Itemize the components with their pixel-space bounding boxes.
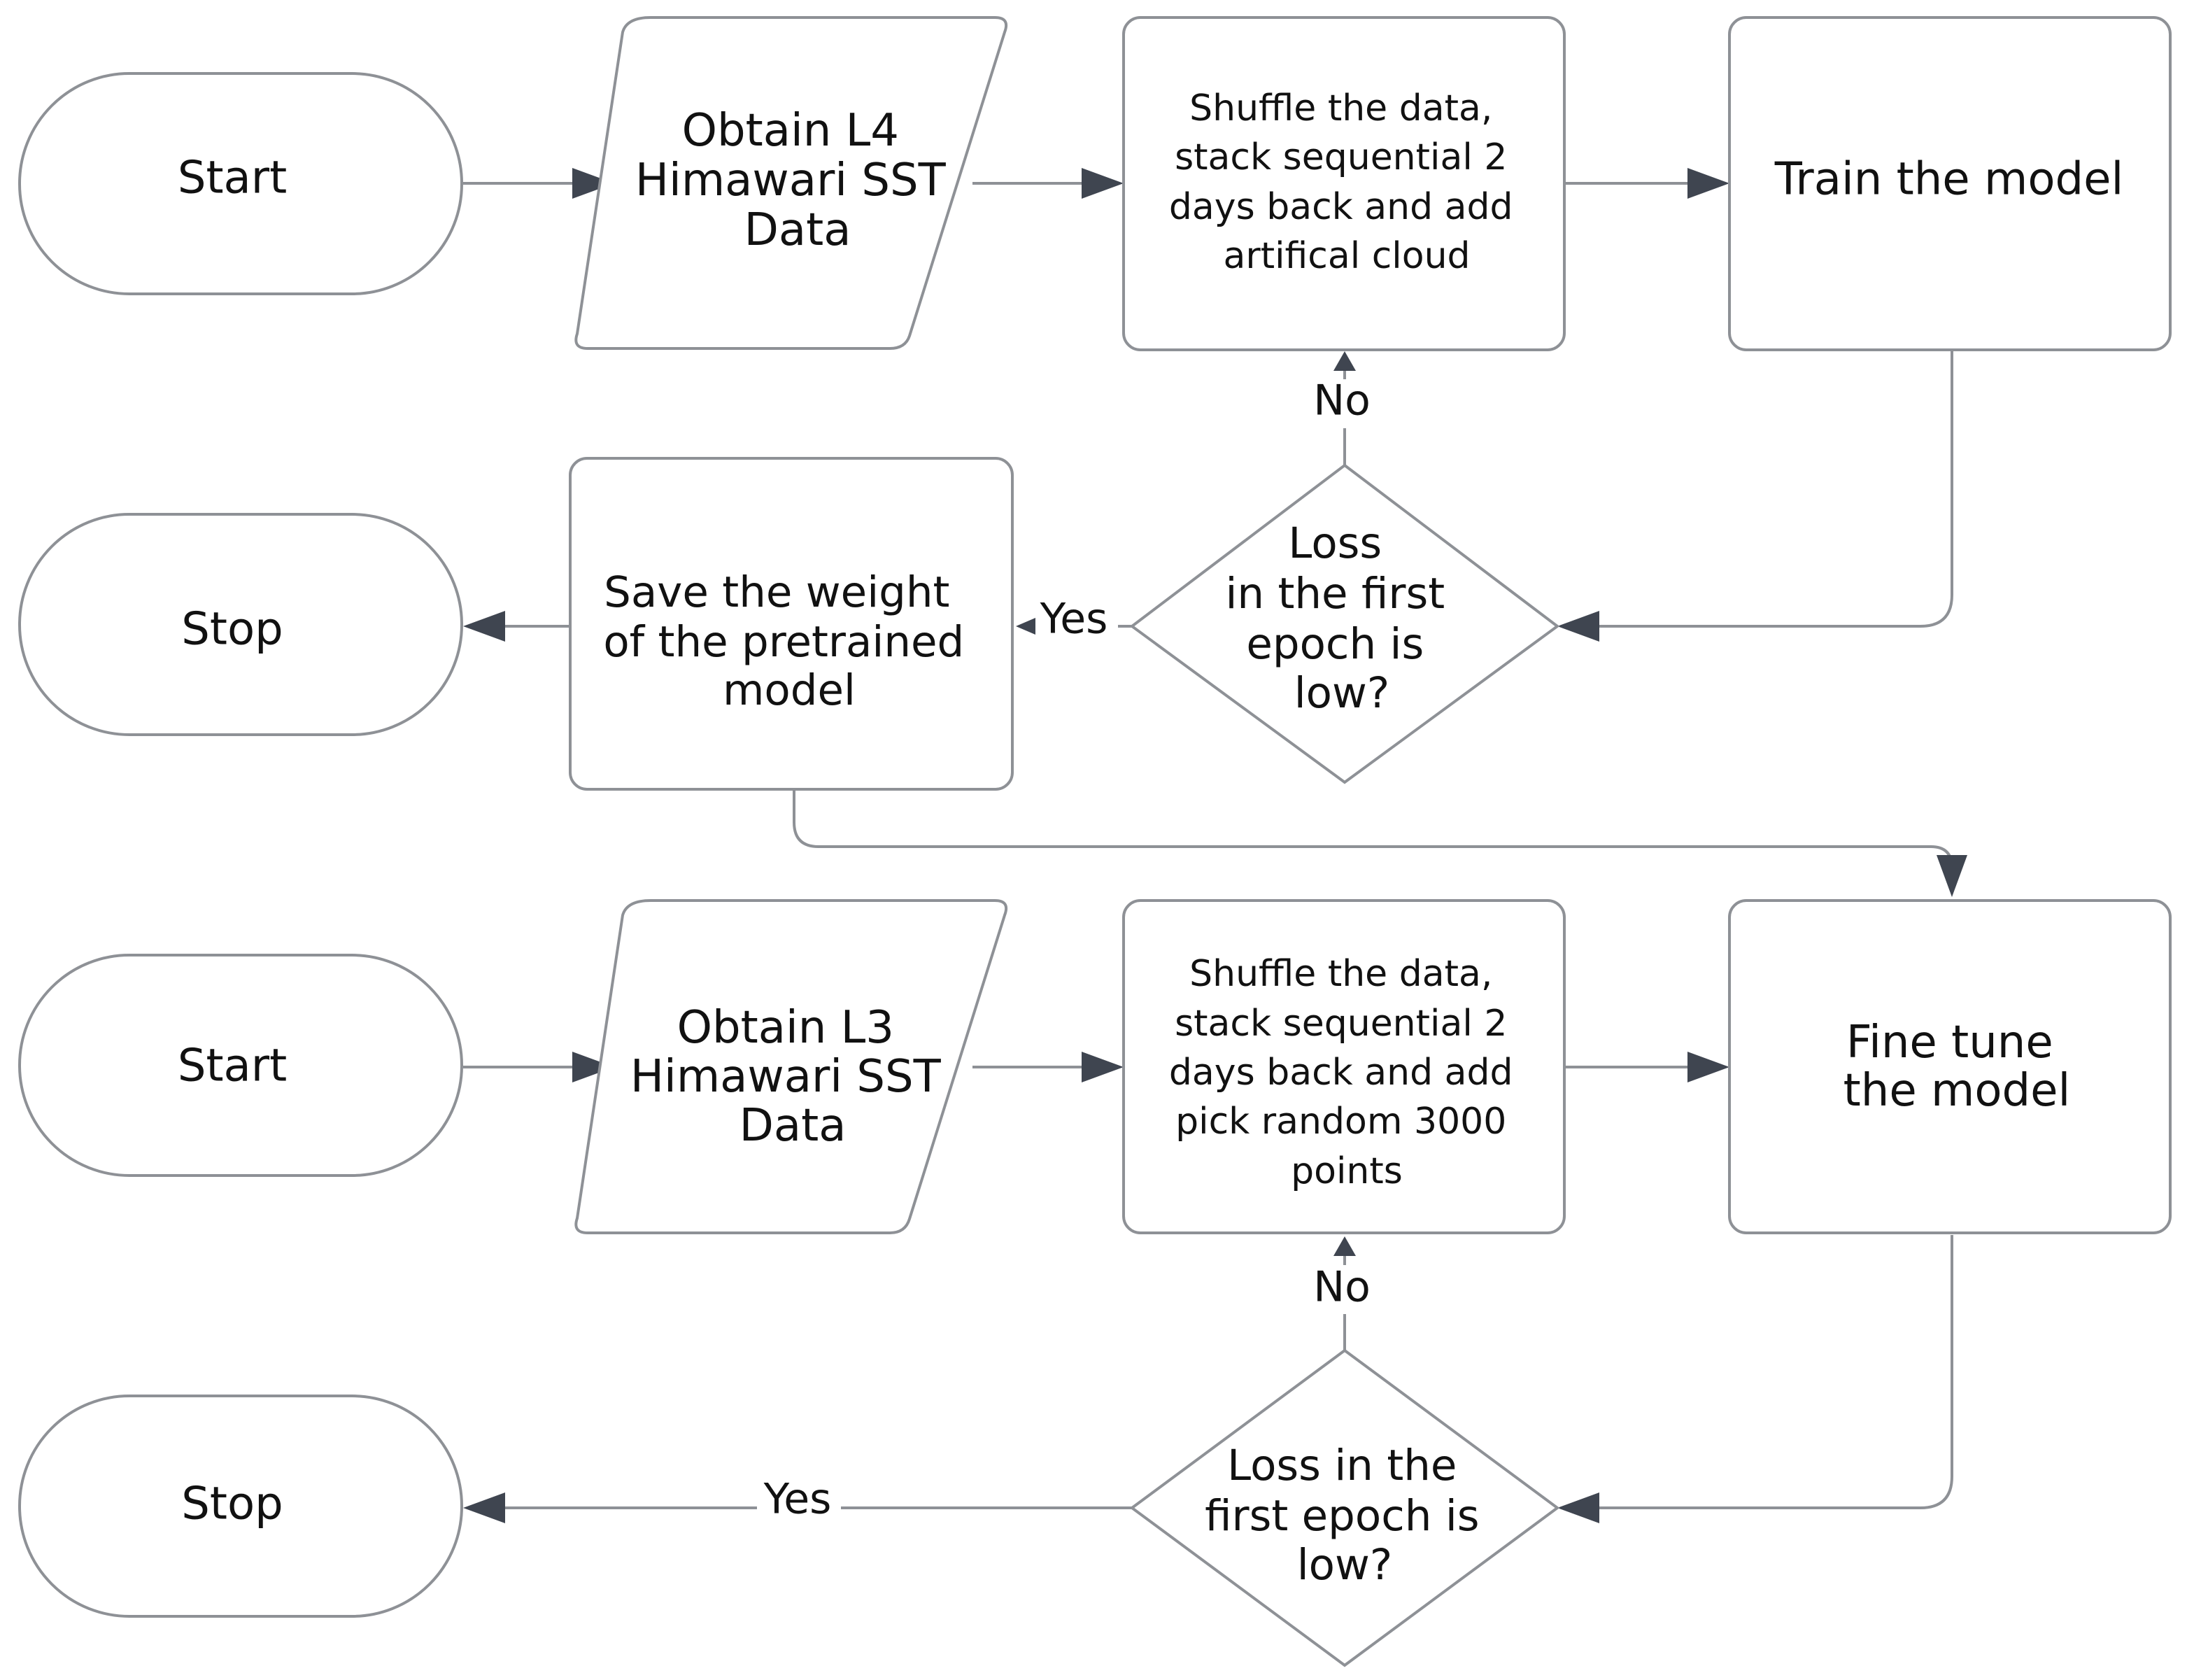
start-label-1: Start xyxy=(178,153,287,204)
train-label: Train the model xyxy=(1774,154,2124,206)
label-bg xyxy=(1035,597,1118,653)
arrowhead xyxy=(1333,351,1356,371)
arrowhead xyxy=(463,611,505,642)
arrowhead xyxy=(572,168,614,199)
process-1-text: Shuffle the data, stack sequential 2 day… xyxy=(1169,87,1524,277)
arrowhead xyxy=(463,1492,505,1523)
input-l4-text: Obtain L4 Himawari SST Data xyxy=(635,105,960,256)
decision-loss-low-2 xyxy=(1129,1348,1560,1667)
edge-train-to-decision1 xyxy=(1581,350,1953,628)
input-l3-text: Obtain L3 Himawari SST Data xyxy=(630,1002,955,1152)
arrowhead xyxy=(1557,611,1599,642)
no-label-2: No xyxy=(1313,1263,1371,1312)
phase2-finetuning: Start Obtain L3 Himawari SST Data Shuffl… xyxy=(18,899,2172,1667)
edge-save-to-finetune xyxy=(793,791,1953,875)
arrowhead xyxy=(1082,1052,1124,1082)
process-save-weights xyxy=(569,457,1014,791)
decision-2-text: Loss in the first epoch is low? xyxy=(1205,1441,1493,1590)
start-terminal-1 xyxy=(18,72,463,295)
start-terminal-2 xyxy=(18,954,463,1177)
process-shuffle-random-points xyxy=(1122,899,1566,1234)
arrowhead xyxy=(1937,855,1967,897)
arrowhead xyxy=(1687,168,1729,199)
arrowhead xyxy=(1687,1052,1729,1082)
decision-loss-low-1 xyxy=(1129,463,1560,784)
arrowhead xyxy=(1016,618,1035,635)
stop-terminal-1 xyxy=(18,513,463,736)
process-fine-tune xyxy=(1728,899,2172,1234)
arrowhead xyxy=(1333,1236,1356,1256)
decision-1-text: Loss in the first epoch is low? xyxy=(1225,518,1458,718)
label-bg xyxy=(1307,1265,1384,1314)
save-text: Save the weight of the pretrained model xyxy=(603,567,977,715)
input-data-l3 xyxy=(574,899,1008,1234)
stop-label-2: Stop xyxy=(181,1478,283,1530)
edge-finetune-to-decision2 xyxy=(1581,1235,1953,1509)
arrowhead xyxy=(572,1052,614,1082)
process-shuffle-artificial-cloud xyxy=(1122,16,1566,351)
label-bg xyxy=(757,1476,841,1532)
stop-label-1: Stop xyxy=(181,604,283,656)
no-label-1: No xyxy=(1313,376,1371,425)
process-train-model xyxy=(1728,16,2172,351)
label-bg xyxy=(1307,379,1384,428)
start-label-2: Start xyxy=(178,1040,287,1092)
yes-label-1: Yes xyxy=(1040,595,1108,644)
stop-terminal-2 xyxy=(18,1395,463,1618)
arrowhead xyxy=(1557,1492,1599,1523)
arrowhead xyxy=(1082,168,1124,199)
input-data-l4 xyxy=(574,16,1008,350)
yes-label-2: Yes xyxy=(763,1475,832,1524)
finetune-text: Fine tune the model xyxy=(1843,1017,2071,1117)
phase1-pretraining: Start Obtain L4 Himawari SST Data Shuffl… xyxy=(18,16,2172,897)
process-2-text: Shuffle the data, stack sequential 2 day… xyxy=(1169,953,1524,1192)
